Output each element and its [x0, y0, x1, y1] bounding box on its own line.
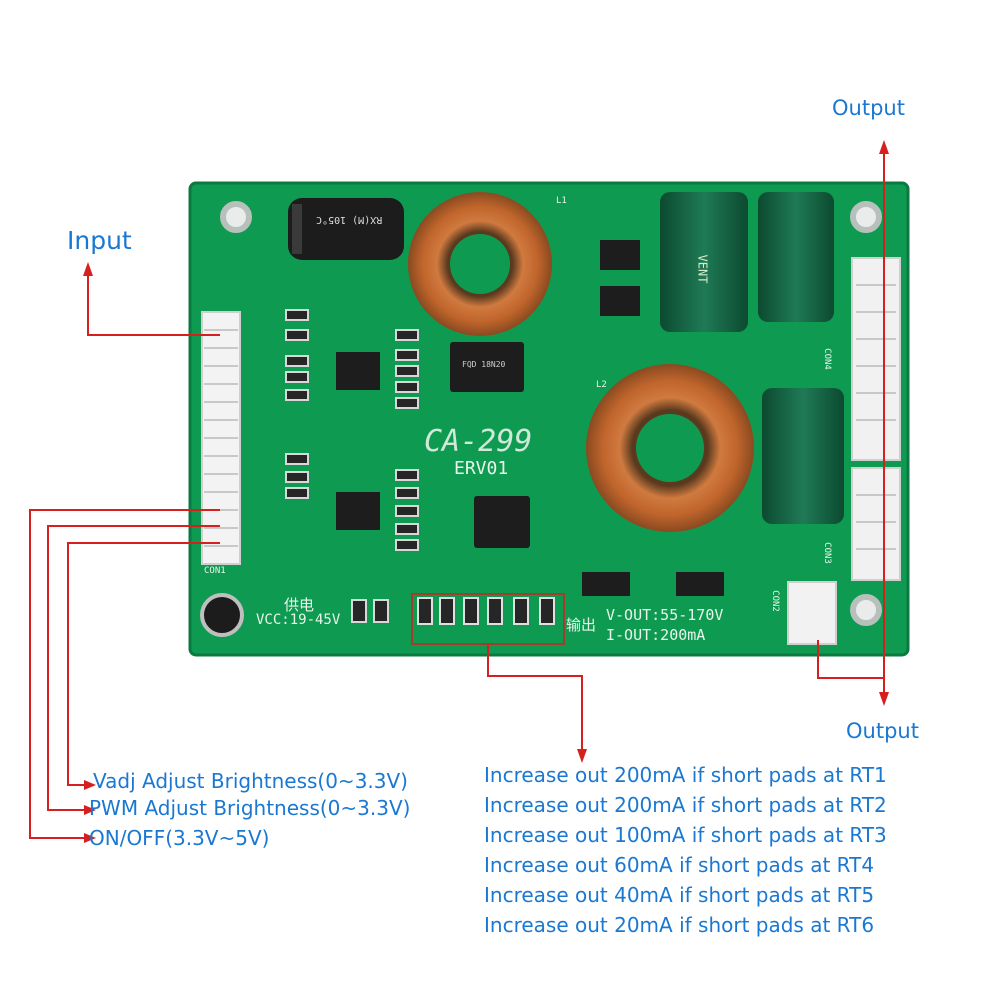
board-out-cn: 输出 [566, 616, 597, 634]
board-iout: I-OUT:200mA [606, 626, 706, 644]
con4-connector [851, 257, 901, 461]
board-con1: CON1 [204, 566, 226, 576]
capacitor-ce1 [288, 198, 404, 260]
label-output-bottom: Output [846, 719, 919, 743]
mosfet-q101 [474, 496, 530, 548]
board-model: CA-299 [424, 424, 533, 459]
board-l2: L2 [596, 380, 607, 390]
rt-note: Increase out 60mA if short pads at RT4 [484, 853, 875, 877]
mounting-hole [220, 201, 882, 626]
label-pwm: PWM Adjust Brightness(0~3.3V) [89, 796, 411, 820]
arrow-heads [83, 140, 889, 843]
pointer-lines [29, 148, 885, 839]
mounting-hole-dark [200, 593, 244, 637]
smd-resistors [285, 309, 419, 623]
diode-d10 [600, 240, 640, 270]
board-vcc-cn: 供电 [284, 596, 315, 614]
diode-d8 [600, 286, 640, 316]
rt-note: Increase out 20mA if short pads at RT6 [484, 913, 875, 937]
board-con3: CON3 [821, 542, 832, 564]
rt-note: Increase out 200mA if short pads at RT1 [484, 763, 887, 787]
diode-d6 [582, 572, 630, 596]
board-con4: CON4 [821, 348, 832, 370]
label-onoff: ON/OFF(3.3V~5V) [89, 826, 270, 850]
rt-notes-list: Increase out 200mA if short pads at RT1 … [484, 763, 887, 943]
rt-note: Increase out 40mA if short pads at RT5 [484, 883, 875, 907]
ic-u102 [336, 352, 380, 390]
rt-note: Increase out 200mA if short pads at RT2 [484, 793, 887, 817]
board-vout: V-OUT:55-170V [606, 606, 724, 624]
con3-connector [851, 467, 901, 581]
board-mosfet: FQD 18N20 [462, 360, 506, 369]
label-vadj: Vadj Adjust Brightness(0~3.3V) [93, 769, 408, 793]
rt-pads [417, 597, 555, 625]
board-version: ERV01 [454, 458, 509, 479]
label-output-top: Output [832, 96, 905, 120]
board-cap-vent: VENT [695, 254, 710, 284]
board-l1: L1 [556, 196, 567, 206]
con2-connector [787, 581, 837, 645]
board-con2: CON2 [769, 590, 780, 612]
rt-note: Increase out 100mA if short pads at RT3 [484, 823, 887, 847]
board-vcc: VCC:19-45V [256, 612, 341, 628]
label-input: Input [67, 226, 132, 255]
board-cap1: RX(M) 105°C [316, 214, 383, 225]
mosfet-q102 [450, 342, 524, 392]
capacitor-vent-2 [758, 192, 834, 322]
diode-d7 [676, 572, 724, 596]
ic-u101 [336, 492, 380, 530]
capacitor-vent-1 [660, 192, 748, 332]
capacitor-vent-3 [762, 388, 844, 524]
